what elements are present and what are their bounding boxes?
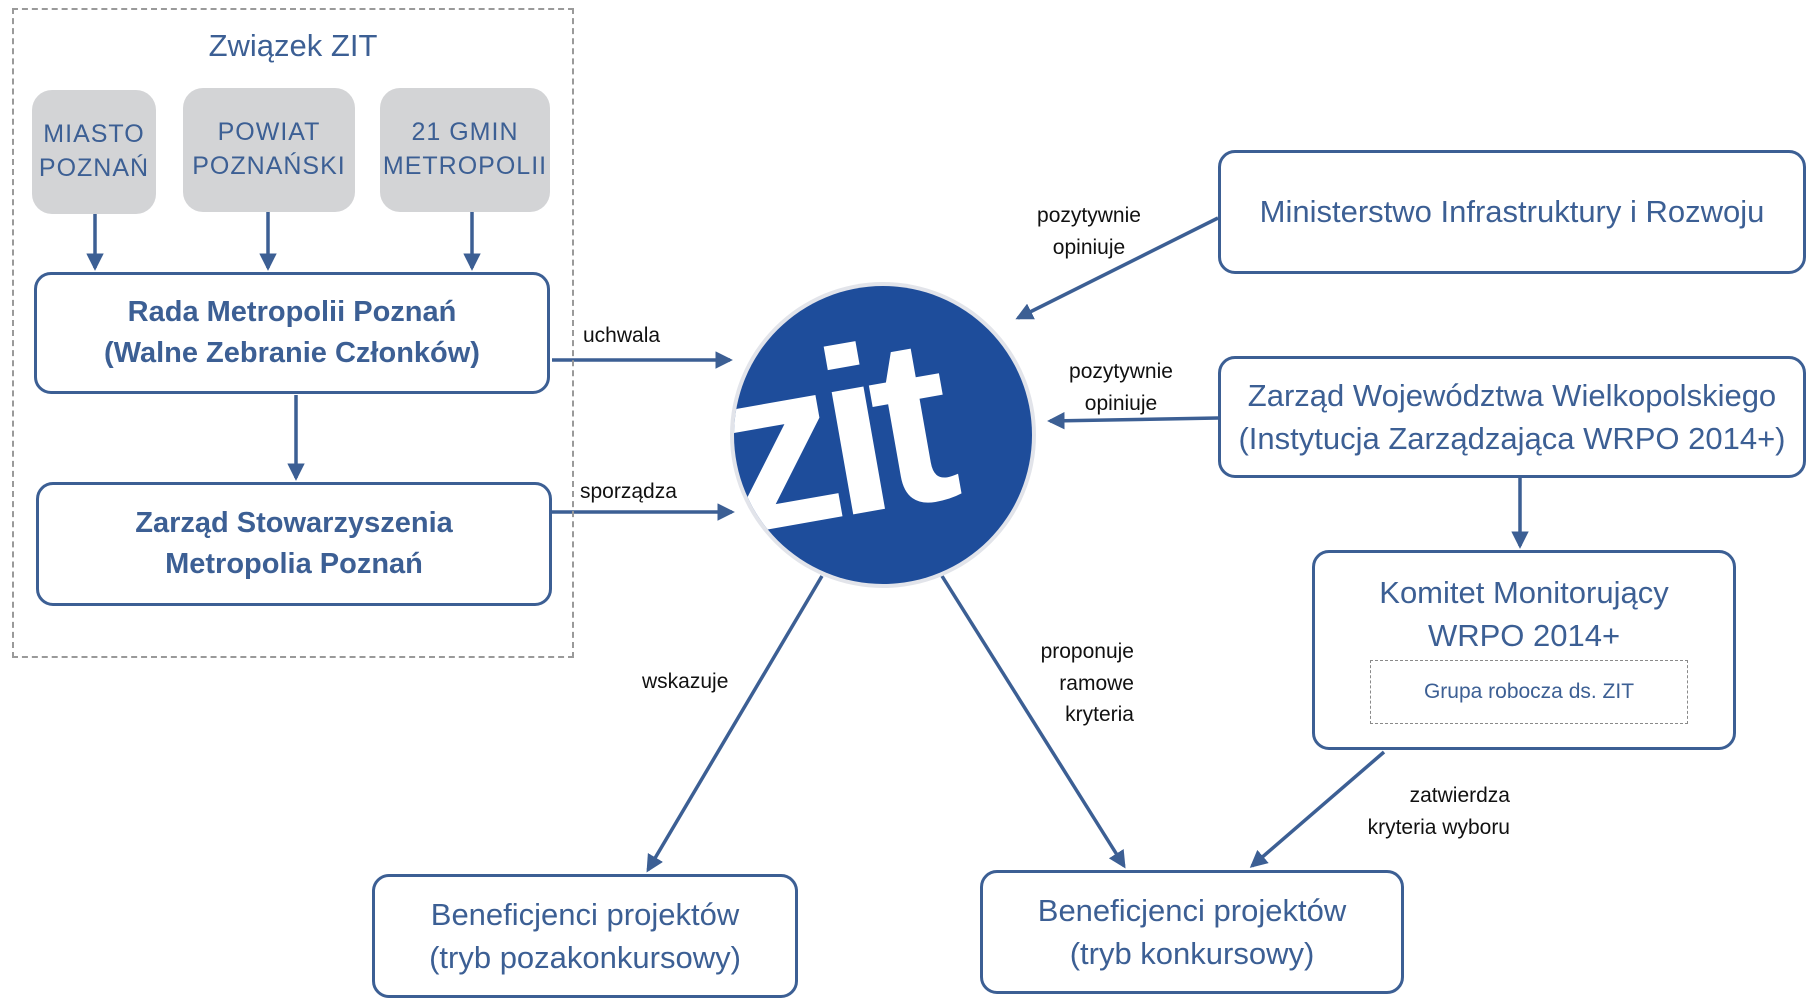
- grupa-robocza-box: Grupa robocza ds. ZIT: [1370, 660, 1688, 724]
- arrow-proponuje: [940, 575, 1126, 869]
- rada-metropolii-box: Rada Metropolii Poznań (Walne Zebranie C…: [34, 272, 550, 394]
- zarzad-stowarzyszenia-box: Zarząd Stowarzyszenia Metropolia Poznań: [36, 482, 552, 606]
- group-title: Związek ZIT: [208, 28, 378, 63]
- label-uchwala: uchwala: [583, 324, 661, 347]
- beneficjenci-pozakonkursowy-box: Beneficjenci projektów (tryb pozakonkurs…: [372, 874, 798, 998]
- label-zatwierdza: zatwierdza kryteria wyboru: [1367, 784, 1510, 839]
- label-wskazuje: wskazuje: [642, 670, 729, 693]
- arrow-zatwierdza: [1249, 750, 1386, 868]
- arrow-ministerstwo: [1015, 216, 1219, 320]
- ministerstwo-box: Ministerstwo Infrastruktury i Rozwoju: [1218, 150, 1806, 274]
- arrow-wskazuje: [646, 575, 824, 873]
- zwiazek-zit-group: [12, 8, 574, 658]
- label-pozytywnie-2: pozytywnie opiniuje: [1069, 360, 1173, 415]
- arrow-zarzad-woj: [1047, 411, 1219, 430]
- zarzad-wojewodztwa-box: Zarząd Województwa Wielkopolskiego (Inst…: [1218, 356, 1806, 478]
- label-proponuje: proponuje ramowe kryteria: [1040, 640, 1134, 726]
- zit-logo: zit: [730, 282, 1036, 588]
- komitet-monitorujacy-box: Komitet Monitorujący WRPO 2014+: [1312, 550, 1736, 750]
- label-pozytywnie-1: pozytywnie opiniuje: [1037, 204, 1141, 259]
- label-sporzadza: sporządza: [580, 480, 677, 503]
- beneficjenci-konkursowy-box: Beneficjenci projektów (tryb konkursowy): [980, 870, 1404, 994]
